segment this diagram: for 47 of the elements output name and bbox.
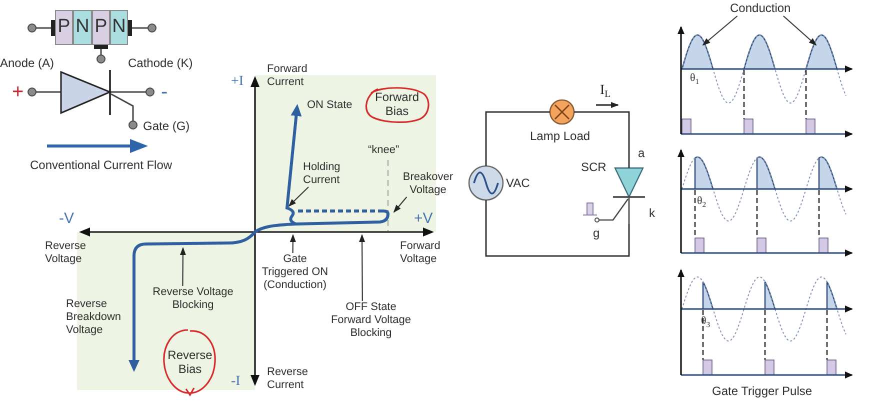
- axis-label: -I: [231, 373, 240, 390]
- terminal-label: Cathode (K): [128, 56, 193, 70]
- leader-arrow: [290, 234, 296, 253]
- annotation-label: Gate Triggered ON (Conduction): [259, 253, 331, 292]
- semiconductor-layer: P: [92, 10, 110, 45]
- knee-label: “knee”: [368, 144, 400, 157]
- leader-arrow: [288, 186, 309, 207]
- state-label: ON State: [307, 99, 352, 112]
- component-label: SCR: [581, 160, 606, 174]
- axis-label: Reverse Voltage: [45, 240, 87, 266]
- axis-label: -V: [59, 210, 74, 228]
- leader-arrow: [180, 247, 186, 286]
- pin-label: a: [638, 146, 645, 160]
- leader-arrow: [359, 234, 366, 301]
- annotation-label: Reverse Voltage Blocking: [150, 286, 236, 312]
- axis-label: Reverse Current: [267, 366, 309, 392]
- pin-label: k: [649, 206, 655, 220]
- lamp-symbol: [549, 99, 575, 125]
- axis-label: Forward Voltage: [400, 240, 442, 266]
- current-label: I$_{L}$: [600, 82, 611, 99]
- wire: [574, 111, 630, 168]
- polarity-sign: -: [161, 80, 168, 104]
- semiconductor-layer: N: [73, 10, 92, 45]
- ac-source-symbol: [468, 165, 504, 201]
- axis-label: Forward Current: [267, 63, 308, 89]
- terminal-label: Gate (G): [143, 119, 190, 133]
- semiconductor-layer: N: [110, 10, 128, 45]
- annotation-label: OFF State Forward Voltage Blocking: [328, 301, 414, 340]
- pin-label: g: [593, 226, 600, 240]
- polarity-sign: +: [12, 80, 24, 104]
- wire: [485, 200, 630, 257]
- axis-label: +V: [414, 210, 433, 228]
- curve-label: Reverse Breakdown Voltage: [66, 298, 122, 337]
- annotation-label: Conduction: [730, 1, 791, 15]
- bias-label: Forward Bias: [374, 90, 419, 118]
- component-label: Lamp Load: [530, 129, 590, 143]
- terminal-label: Anode (A): [0, 56, 54, 70]
- bias-label: Reverse Bias: [168, 348, 212, 376]
- semiconductor-layer: P: [55, 10, 73, 45]
- arrow-caption: Conventional Current Flow: [30, 158, 172, 172]
- caption: Gate Trigger Pulse: [712, 384, 812, 398]
- annotation-label: Holding Current: [303, 161, 349, 187]
- wire: [485, 111, 550, 166]
- axis-label: +I: [231, 73, 244, 90]
- leader-arrow: [393, 196, 408, 213]
- annotation-label: Breakover Voltage: [400, 171, 456, 197]
- component-label: VAC: [506, 176, 530, 190]
